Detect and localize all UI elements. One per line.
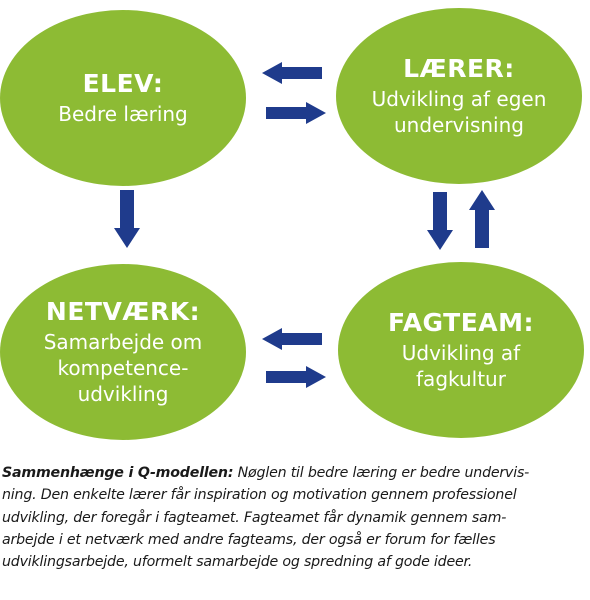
arrow-left-icon [262, 62, 322, 84]
caption-line-4: arbejde i et netværk med andre fagteams,… [2, 531, 496, 548]
arrow-left-icon [262, 328, 322, 350]
node-elev: ELEV: Bedre læring [0, 10, 246, 186]
caption-line-3: udvikling, der foregår i fagteamet. Fagt… [2, 509, 507, 526]
arrow-up-icon [469, 190, 495, 248]
caption-line-1: Sammenhænge i Q-modellen: Nøglen til bed… [2, 462, 590, 484]
node-laerer-title: LÆRER: [403, 54, 515, 83]
node-laerer-body: Udvikling af egen undervisning [371, 87, 547, 137]
arrow-right-icon [266, 102, 326, 124]
node-netvaerk-title: NETVÆRK: [45, 297, 201, 326]
node-fagteam-body: Udvikling af fagkultur [401, 341, 521, 391]
node-elev-body: Bedre læring [58, 102, 188, 126]
figure-caption: Sammenhænge i Q-modellen: Nøglen til bed… [2, 462, 590, 573]
node-netvaerk-body: Samarbejde om kompetence- udvikling [43, 330, 203, 406]
arrow-right-icon [266, 366, 326, 388]
arrow-down-icon [114, 190, 140, 248]
arrow-down-icon [427, 192, 453, 250]
node-fagteam-title: FAGTEAM: [388, 308, 534, 337]
caption-line-5: udviklingsarbejde, uformelt samarbejde o… [2, 554, 473, 571]
caption-line-2: ning. Den enkelte lærer får inspiration … [2, 487, 517, 504]
node-elev-title: ELEV: [82, 69, 164, 98]
caption-text-1: Nøglen til bedre læring er bedre undervi… [233, 465, 530, 481]
caption-lead: Sammenhænge i Q-modellen: [2, 465, 234, 481]
node-netvaerk: NETVÆRK: Samarbejde om kompetence- udvik… [0, 264, 246, 440]
node-laerer: LÆRER: Udvikling af egen undervisning [336, 8, 582, 184]
q-model-diagram: ELEV: Bedre læring LÆRER: Udvikling af e… [0, 8, 584, 440]
node-fagteam: FAGTEAM: Udvikling af fagkultur [338, 262, 584, 438]
